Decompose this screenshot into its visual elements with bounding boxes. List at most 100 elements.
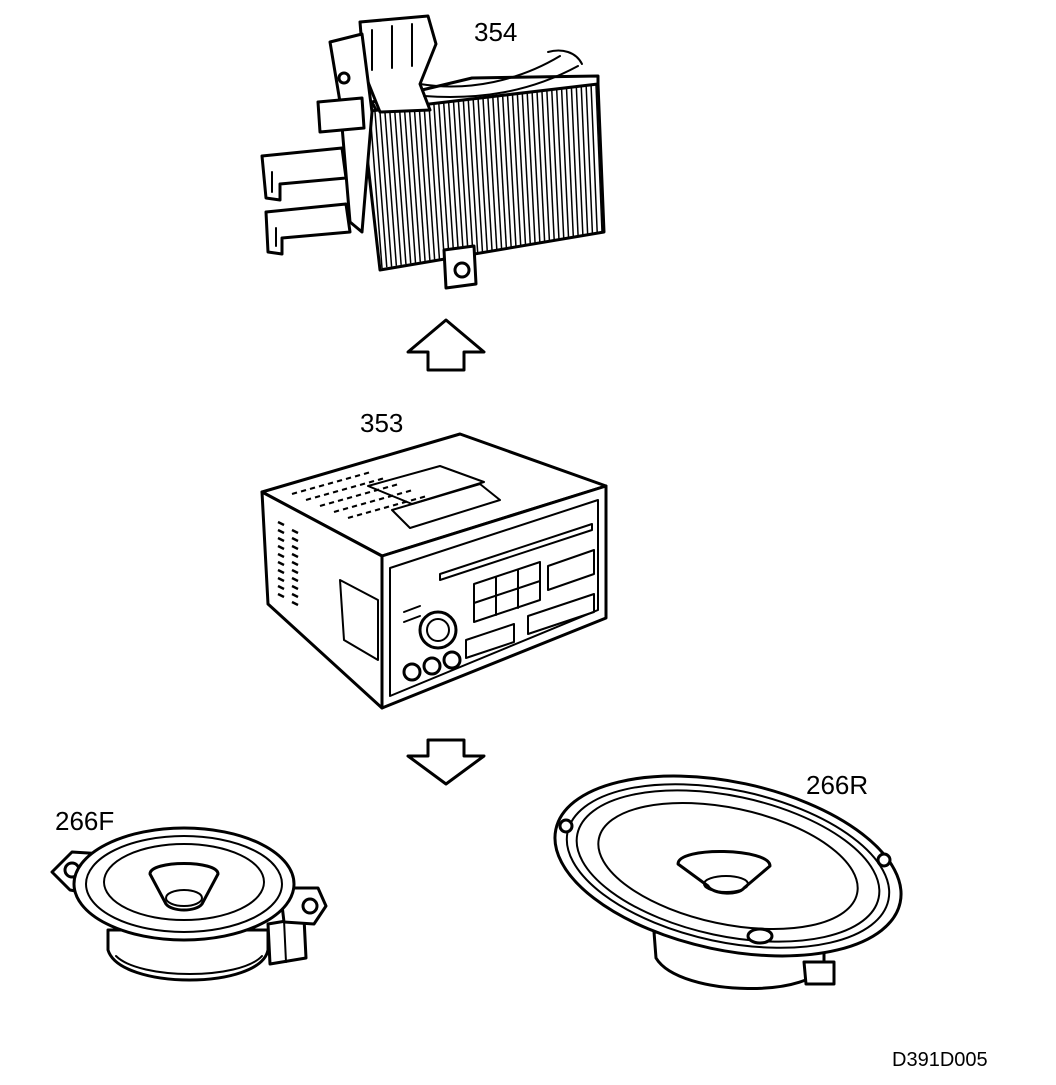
fin-line (351, 504, 358, 509)
fin-line (369, 499, 376, 504)
label-amplifier-354: 354 (474, 17, 518, 47)
fin-line (291, 584, 299, 591)
fin-line (391, 483, 398, 488)
fin-line (472, 99, 484, 252)
fin-line (277, 536, 285, 543)
fin-line (328, 500, 335, 505)
fin-line (277, 560, 285, 567)
fin-line (364, 490, 371, 495)
fin-line (291, 592, 299, 599)
fin-line (291, 568, 299, 575)
fin-line (419, 495, 426, 500)
fin-line (496, 96, 508, 248)
drawing-code: D391D005 (892, 1049, 988, 1071)
up-arrow-icon (406, 318, 486, 372)
label-front-speaker-266F: 266F (55, 806, 115, 836)
fin-line (356, 512, 363, 517)
fin-line (383, 109, 398, 266)
fin-line (336, 478, 343, 483)
fin-line (462, 100, 474, 254)
fin-line (383, 505, 390, 510)
fin-line (291, 600, 299, 607)
fin-line (337, 498, 344, 503)
fin-line (291, 491, 298, 496)
fin-line (309, 486, 316, 491)
fin-line (319, 503, 326, 508)
fin-line (277, 544, 285, 551)
fin-line (341, 487, 348, 492)
fin-line (363, 471, 370, 476)
fin-line (277, 568, 285, 575)
fin-line (346, 495, 353, 500)
fin-line (365, 510, 372, 515)
label-rear-speaker-266R: 266R (806, 770, 869, 800)
fin-line (359, 482, 366, 487)
fin-line (457, 100, 469, 254)
fin-line (355, 493, 362, 498)
fin-line (291, 576, 299, 583)
fin-line (516, 94, 527, 245)
fin-line (377, 477, 384, 482)
fin-line (447, 101, 460, 256)
fin-line (560, 88, 570, 238)
fin-line (492, 96, 503, 249)
fin-line (541, 91, 551, 241)
fin-line (442, 102, 455, 257)
fin-line (347, 515, 354, 520)
fin-line (521, 93, 532, 244)
fin-line (318, 483, 325, 488)
fin-line (511, 94, 522, 246)
fin-line (405, 489, 412, 494)
fin-line (300, 488, 307, 493)
fin-line (482, 97, 493, 251)
fin-line (342, 506, 349, 511)
fin-line (452, 101, 465, 255)
fin-line (413, 105, 426, 262)
fin-line (396, 491, 403, 496)
fin-line (408, 106, 422, 262)
fin-line (291, 536, 299, 543)
fin-line (392, 502, 399, 507)
fin-line (277, 528, 285, 535)
fin-line (570, 87, 579, 236)
fin-line (418, 105, 431, 261)
radio-side-vents (277, 520, 299, 607)
fin-line (526, 92, 536, 243)
fin-line (398, 107, 412, 264)
fin-line (438, 103, 450, 258)
radio-353 (260, 432, 608, 710)
fin-line (314, 494, 321, 499)
fin-line (345, 476, 352, 481)
fin-line (327, 481, 334, 486)
fin-line (369, 110, 383, 269)
fin-line (433, 103, 445, 258)
fin-line (575, 87, 584, 236)
amplifier-fins (369, 84, 603, 269)
fin-line (332, 489, 339, 494)
fin-line (487, 97, 498, 250)
fin-line (595, 84, 603, 233)
fin-line (403, 106, 417, 263)
fin-line (291, 560, 299, 567)
fin-line (305, 497, 312, 502)
fin-line (379, 109, 393, 267)
fin-line (277, 520, 285, 527)
fin-line (555, 89, 565, 239)
fin-line (277, 592, 285, 599)
rear-speaker-266R (553, 774, 903, 990)
fin-line (531, 92, 541, 243)
radio-top-vents (291, 471, 426, 520)
fin-line (378, 496, 385, 501)
front-speaker-266F (50, 826, 328, 982)
label-radio-353: 353 (360, 408, 404, 438)
fin-line (354, 473, 361, 478)
fin-line (467, 99, 479, 253)
fin-line (374, 110, 388, 268)
fin-line (546, 90, 555, 240)
fin-line (388, 108, 402, 265)
fin-line (277, 576, 285, 583)
fin-line (565, 88, 575, 237)
fin-line (333, 509, 340, 514)
fin-line (551, 90, 560, 240)
